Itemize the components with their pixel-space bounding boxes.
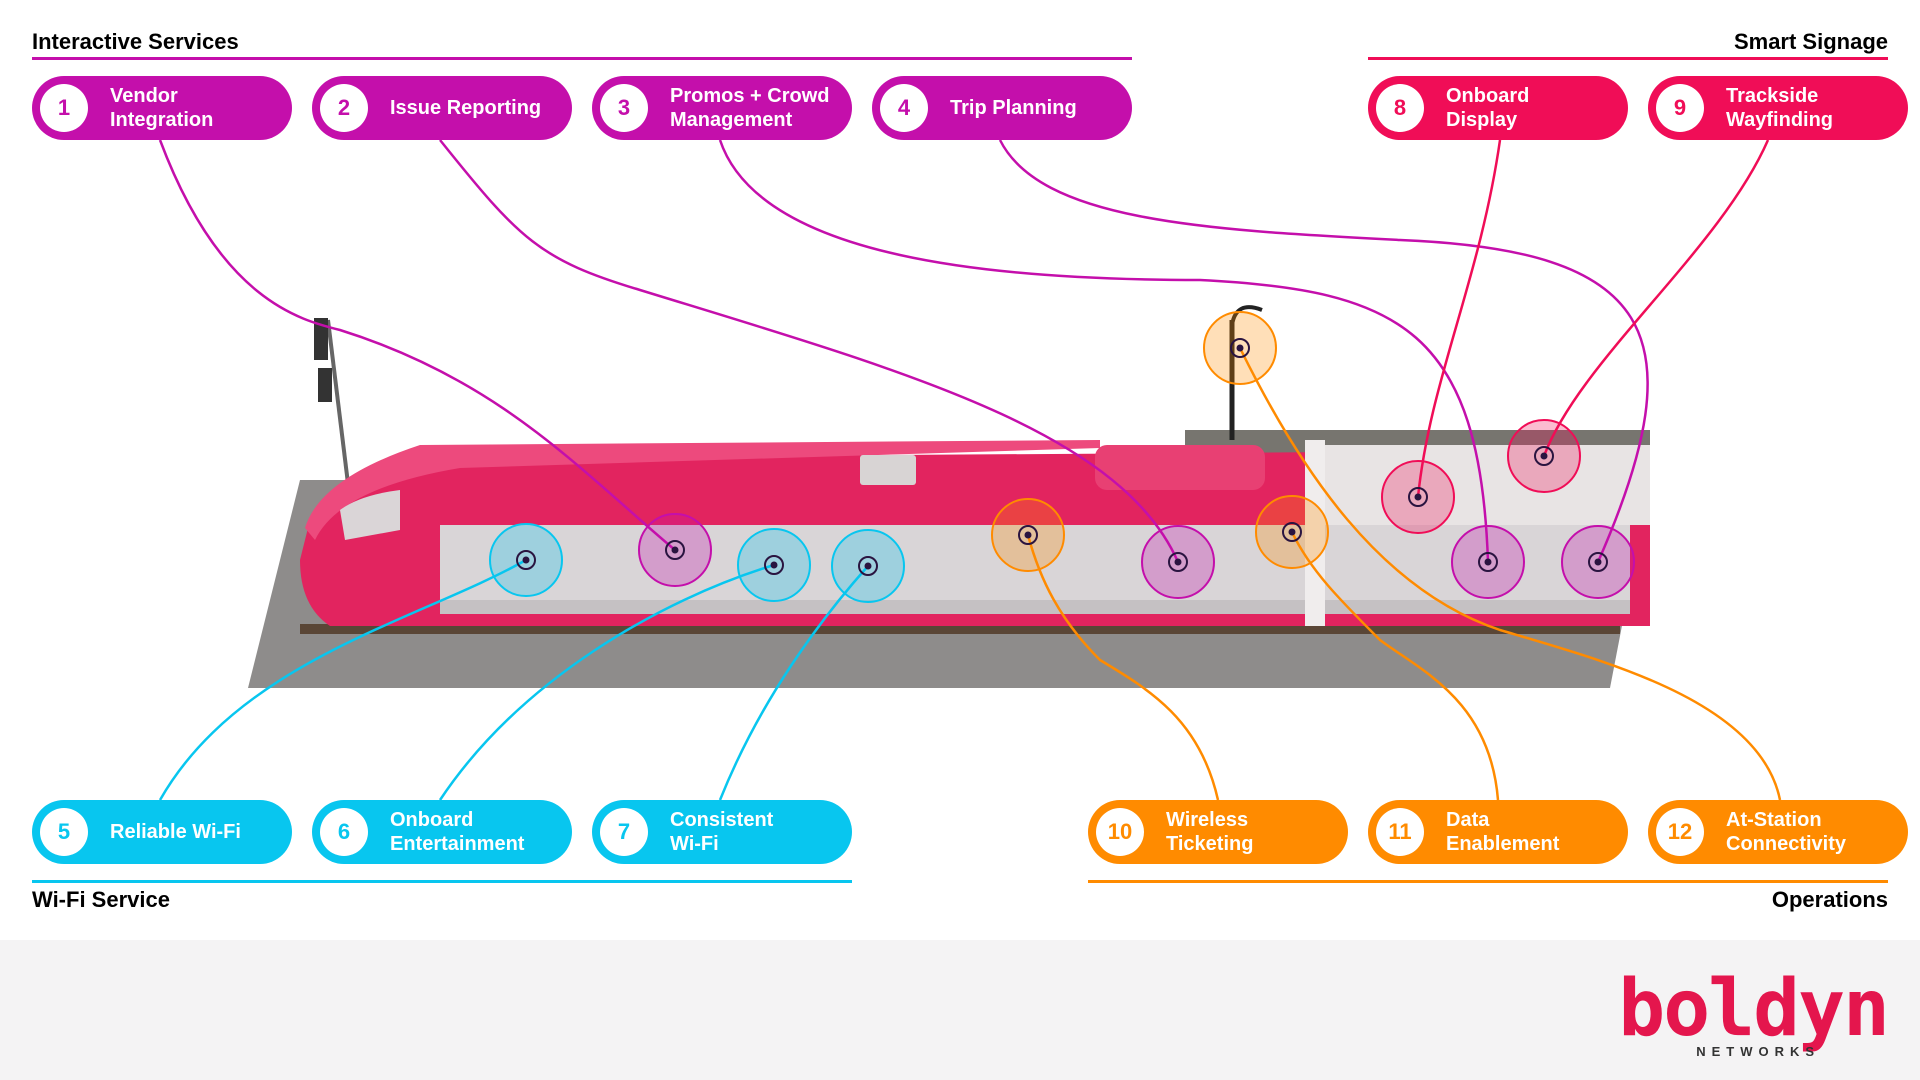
service-number: 6	[320, 808, 368, 856]
hotspot-ring-6	[764, 555, 784, 575]
service-number: 12	[1656, 808, 1704, 856]
roof-panel	[860, 455, 916, 485]
connector-line-9	[1542, 139, 1770, 457]
hotspot-ring-9	[1534, 446, 1554, 466]
connector-line-4	[998, 139, 1649, 563]
connector-line-5	[158, 558, 527, 801]
connector-line-1	[158, 139, 676, 551]
hotspot-ring-1	[665, 540, 685, 560]
signal-box-lower	[318, 368, 332, 402]
group-title-operations: Operations	[1771, 887, 1888, 912]
hotspot-ring-3	[1478, 552, 1498, 572]
connector-line-6	[438, 563, 775, 801]
service-number: 10	[1096, 808, 1144, 856]
rule-operations	[1088, 880, 1888, 883]
group-title-wifi-service: Wi-Fi Service	[32, 887, 170, 912]
group-title-interactive-services: Interactive Services	[32, 29, 239, 54]
service-number: 1	[40, 84, 88, 132]
hotspot-ring-2	[1168, 552, 1188, 572]
connector-line-8	[1416, 139, 1502, 498]
hotspot-dot-12	[1236, 344, 1244, 352]
train-roof-highlight	[305, 440, 1100, 540]
hotspot-dot-9	[1540, 452, 1548, 460]
connector-line-3	[718, 139, 1490, 563]
hotspot-dot-8	[1414, 493, 1422, 501]
connector-line-7	[718, 565, 869, 801]
service-pill-11[interactable]: 11 Data Enablement	[1368, 800, 1628, 864]
service-label: Issue Reporting	[390, 97, 542, 119]
service-pill-3[interactable]: 3 Promos + Crowd Management	[592, 76, 852, 140]
service-pill-6[interactable]: 6 Onboard Entertainment	[312, 800, 572, 864]
footer: boldyn NETWORKS	[0, 940, 1920, 1080]
group-title-smart-signage: Smart Signage	[1733, 29, 1888, 54]
logo-wordmark: boldyn	[1618, 964, 1890, 1054]
service-label: Onboard Display	[1446, 85, 1530, 131]
signal-box	[314, 318, 328, 360]
rail-track	[300, 624, 1620, 634]
service-pill-9[interactable]: 9 Trackside Wayfinding	[1648, 76, 1908, 140]
boldyn-logo: boldyn NETWORKS	[1618, 964, 1890, 1059]
service-label: Reliable Wi-Fi	[110, 821, 241, 843]
train-interior	[440, 525, 1630, 605]
service-label: At-Station Connectivity	[1726, 809, 1847, 855]
hotspot-dot-10	[1024, 531, 1032, 539]
service-number: 7	[600, 808, 648, 856]
hotspot-dot-3	[1484, 558, 1492, 566]
hotspot-dot-2	[1174, 558, 1182, 566]
hotspot-dot-1	[671, 546, 679, 554]
service-label: Consistent Wi-Fi	[670, 809, 774, 855]
service-number: 3	[600, 84, 648, 132]
service-pill-5[interactable]: 5 Reliable Wi-Fi	[32, 800, 292, 864]
service-number: 8	[1376, 84, 1424, 132]
rule-smart-signage	[1368, 57, 1888, 60]
connector-line-11	[1290, 531, 1500, 801]
service-label: Wireless Ticketing	[1166, 809, 1254, 855]
hotspot-ring-12	[1230, 338, 1250, 358]
connector-line-2	[439, 139, 1180, 563]
rule-interactive-services	[32, 57, 1132, 60]
service-pill-1[interactable]: 1 Vendor Integration	[32, 76, 292, 140]
service-pill-10[interactable]: 10 Wireless Ticketing	[1088, 800, 1348, 864]
hotspot-dot-4	[1594, 558, 1602, 566]
hotspot-ring-5	[516, 550, 536, 570]
connector-line-12	[1238, 347, 1782, 801]
service-label: Data Enablement	[1446, 809, 1560, 855]
signal-pole	[326, 319, 352, 501]
hotspot-ring-4	[1588, 552, 1608, 572]
hotspot-ring-10	[1018, 525, 1038, 545]
service-number: 11	[1376, 808, 1424, 856]
service-label: Promos + Crowd Management	[670, 85, 830, 131]
logo-subtitle: NETWORKS	[1696, 1044, 1821, 1059]
service-label: Onboard Entertainment	[390, 809, 525, 855]
lamp-arm	[1230, 305, 1263, 326]
connector-line-10	[1026, 534, 1220, 801]
service-number: 5	[40, 808, 88, 856]
train-diagram	[158, 139, 1782, 801]
hotspot-ring-8	[1408, 487, 1428, 507]
service-label: Vendor Integration	[110, 85, 214, 131]
hotspot-dot-6	[770, 561, 778, 569]
service-pill-4[interactable]: 4 Trip Planning	[872, 76, 1132, 140]
hotspot-dot-11	[1288, 528, 1296, 536]
rule-wifi-service	[32, 880, 852, 883]
hotspot-ring-11	[1282, 522, 1302, 542]
service-number: 9	[1656, 84, 1704, 132]
service-pill-2[interactable]: 2 Issue Reporting	[312, 76, 572, 140]
train-undercarriage	[440, 600, 1630, 614]
service-number: 4	[880, 84, 928, 132]
hotspot-ring-7	[858, 556, 878, 576]
service-label: Trackside Wayfinding	[1726, 85, 1834, 131]
hotspot-dot-7	[864, 562, 872, 570]
service-pill-7[interactable]: 7 Consistent Wi-Fi	[592, 800, 852, 864]
service-number: 2	[320, 84, 368, 132]
service-pill-8[interactable]: 8 Onboard Display	[1368, 76, 1628, 140]
hotspot-dot-5	[522, 556, 530, 564]
cab-window	[340, 490, 400, 540]
service-label: Trip Planning	[950, 97, 1077, 119]
service-pill-12[interactable]: 12 At-Station Connectivity	[1648, 800, 1908, 864]
roof-unit	[1095, 445, 1265, 490]
